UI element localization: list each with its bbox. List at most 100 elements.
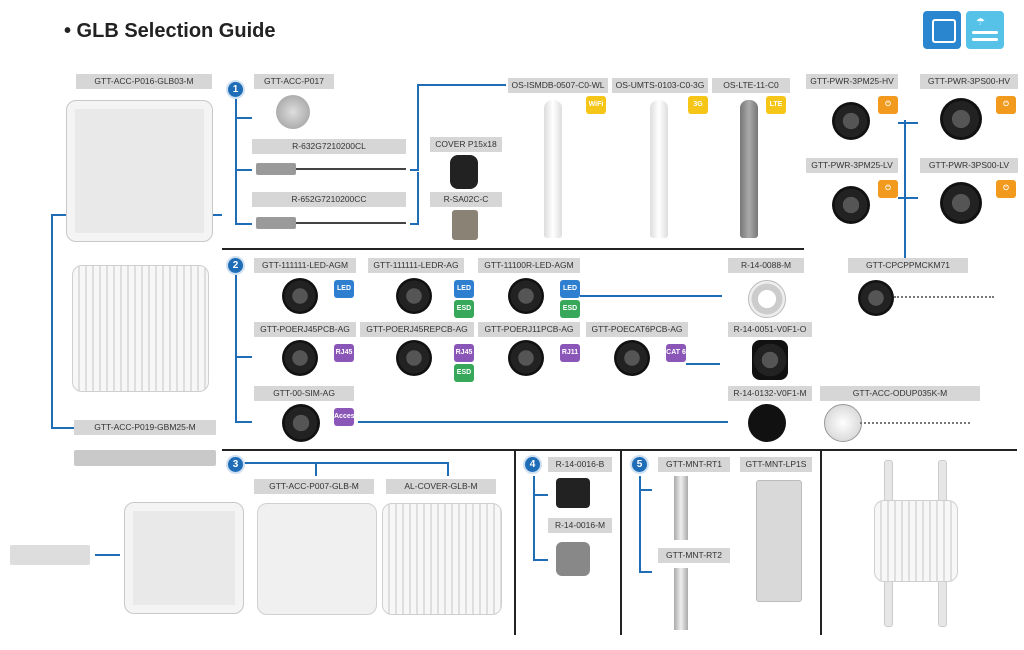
label-pwr-hv: GTT-PWR-3PM25-HV xyxy=(806,74,898,89)
seal-ring-image xyxy=(748,280,786,318)
enclosure-image xyxy=(66,100,213,242)
cat6-connector-image xyxy=(614,340,650,376)
label-cover: COVER P15x18 xyxy=(430,137,502,152)
sim-connector-image xyxy=(282,404,320,442)
wifi-badge: WiFi xyxy=(586,96,606,114)
pole-bracket-image xyxy=(674,476,688,540)
label-ant3: OS-LTE-11-C0 xyxy=(712,78,790,93)
label-r0132: R-14-0132-V0F1-M xyxy=(728,386,812,401)
vent-plug-black-image xyxy=(556,478,590,508)
page-title: • GLB Selection Guide xyxy=(64,20,276,42)
power-socket-hv-image xyxy=(832,102,870,140)
antenna-3g-image xyxy=(650,100,668,238)
led-connector-image xyxy=(282,278,318,314)
rj45-badge: RJ45 xyxy=(454,344,474,362)
cap-chain-image xyxy=(858,280,894,316)
chain-image xyxy=(860,422,970,426)
esd-badge: ESD xyxy=(454,364,474,382)
power-icon: ⏻ xyxy=(996,180,1016,198)
label-lp1s: GTT-MNT-LP1S xyxy=(740,457,812,472)
cap-image xyxy=(824,404,862,442)
cable-image-1 xyxy=(256,163,406,175)
label-enclosure-main: GTT-ACC-P016-GLB03-M xyxy=(76,74,212,89)
label-r0088: R-14-0088-M xyxy=(728,258,804,273)
label-odup: GTT-ACC-ODUP035K-M xyxy=(820,386,980,401)
label-p007: GTT-ACC-P007-GLB-M xyxy=(254,479,374,494)
section-number-4: 4 xyxy=(523,455,542,474)
label-r0016b: R-14-0016-B xyxy=(548,457,612,472)
bracket-image xyxy=(10,545,90,565)
cap-image xyxy=(276,95,310,129)
label-rt1: GTT-MNT-RT1 xyxy=(658,457,730,472)
rj11-badge: RJ11 xyxy=(560,344,580,362)
adapter-image xyxy=(452,210,478,240)
finned-cover-image xyxy=(72,265,209,392)
cable-image-2 xyxy=(256,217,406,229)
label-alcover: AL-COVER-GLB-M xyxy=(386,479,496,494)
label-r0016m: R-14-0016-M xyxy=(548,518,612,533)
led-badge: LED xyxy=(454,280,474,298)
label-r0051: R-14-0051-V0F1-O xyxy=(728,322,812,337)
section-divider xyxy=(222,449,1017,451)
label-cable1: R-632G7210200CL xyxy=(252,139,406,154)
section-number-3: 3 xyxy=(226,455,245,474)
rj45-badge: RJ45 xyxy=(334,344,354,362)
cat6-badge: CAT 6 xyxy=(666,344,686,362)
plug-cap-image xyxy=(748,404,786,442)
antenna-lte-image xyxy=(740,100,758,238)
label-rj11: GTT-POERJ11PCB-AG xyxy=(478,322,580,337)
label-led2: GTT-111111-LEDR-AG xyxy=(368,258,464,273)
label-pwr-lv: GTT-PWR-3PM25-LV xyxy=(806,158,898,173)
label-led3: GTT-11100R-LED-AGM xyxy=(478,258,580,273)
lte-badge: LTE xyxy=(766,96,786,114)
3g-badge: 3G xyxy=(688,96,708,114)
led-badge: LED xyxy=(560,280,580,298)
section-divider xyxy=(820,450,822,635)
label-pwr-ps-lv: GTT-PWR-3PS00-LV xyxy=(920,158,1018,173)
power-icon: ⏻ xyxy=(878,180,898,198)
section-divider xyxy=(222,248,804,250)
wall-plate-image xyxy=(756,480,802,602)
led-badge: LED xyxy=(334,280,354,298)
flat-cover-image xyxy=(257,503,377,615)
chain-image xyxy=(894,296,994,300)
power-socket-lv-image xyxy=(832,186,870,224)
power-icon: ⏻ xyxy=(996,96,1016,114)
label-cable2: R-652G7210200CC xyxy=(252,192,406,207)
section-number-2: 2 xyxy=(226,256,245,275)
cover-image xyxy=(450,155,478,189)
enclosure-icon xyxy=(923,11,961,49)
label-sim: GTT-00-SIM-AG xyxy=(254,386,354,401)
label-p019: GTT-ACC-P019-GBM25-M xyxy=(74,420,216,435)
esd-badge: ESD xyxy=(560,300,580,318)
led-connector-image xyxy=(396,278,432,314)
label-cat6: GTT-POECAT6PCB-AG xyxy=(586,322,688,337)
esd-badge: ESD xyxy=(454,300,474,318)
label-rj45rep: GTT-POERJ45REPCB-AG xyxy=(360,322,474,337)
section-number-5: 5 xyxy=(630,455,649,474)
antenna-wifi-image xyxy=(544,100,562,238)
waterproof-icon: ☂ xyxy=(966,11,1004,49)
section-number-1: 1 xyxy=(226,80,245,99)
power-plug-lv-image xyxy=(940,182,982,224)
section-divider xyxy=(514,450,516,635)
enclosure-open-image xyxy=(124,502,244,614)
rj11-connector-image xyxy=(508,340,544,376)
label-rt2: GTT-MNT-RT2 xyxy=(658,548,730,563)
label-ant1: OS-ISMDB-0507-C0-WL xyxy=(508,78,608,93)
power-icon: ⏻ xyxy=(878,96,898,114)
label-p017: GTT-ACC-P017 xyxy=(254,74,334,89)
pole-bracket-image xyxy=(674,568,688,630)
access-badge: Access xyxy=(334,408,359,426)
label-led1: GTT-111111-LED-AGM xyxy=(254,258,356,273)
assembled-unit-image xyxy=(874,500,958,582)
power-plug-hv-image xyxy=(940,98,982,140)
rj45-connector-image xyxy=(396,340,432,376)
vent-plug-metal-image xyxy=(556,542,590,576)
label-cpcp: GTT-CPCPPMCKM71 xyxy=(848,258,968,273)
led-connector-image xyxy=(508,278,544,314)
cable-gland-image xyxy=(752,340,788,380)
rj45-connector-image xyxy=(282,340,318,376)
al-cover-image xyxy=(382,503,502,615)
